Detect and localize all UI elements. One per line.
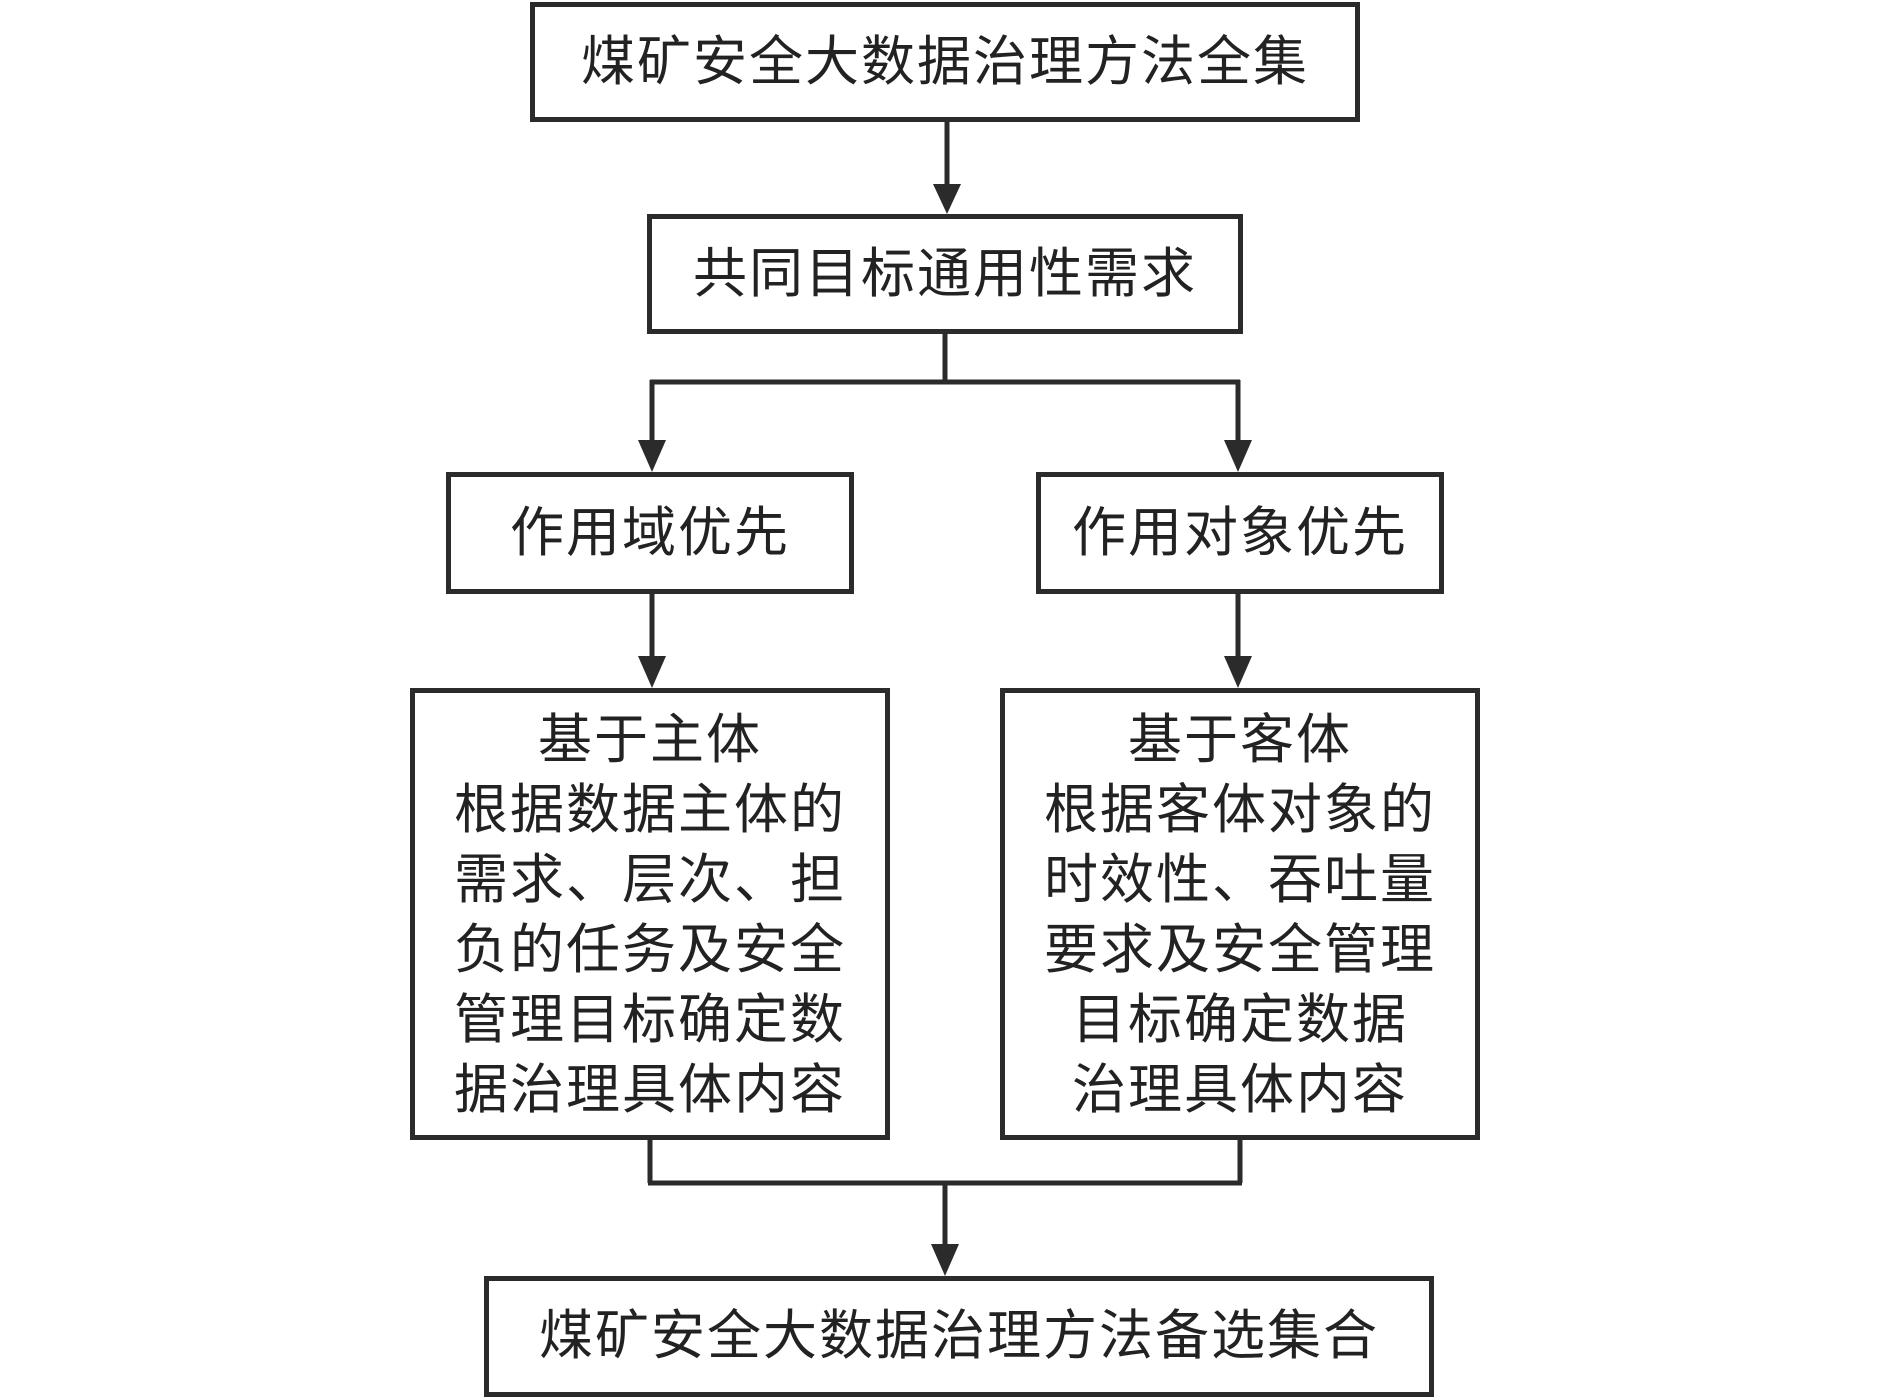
node-line: 根据客体对象的	[1044, 778, 1436, 841]
node-domain-priority: 作用域优先	[446, 472, 854, 594]
node-method-full-set: 煤矿安全大数据治理方法全集	[530, 2, 1360, 122]
arrowhead-requirement	[933, 184, 961, 214]
node-label: 煤矿安全大数据治理方法备选集合	[539, 1304, 1379, 1368]
node-method-candidate-set: 煤矿安全大数据治理方法备选集合	[484, 1276, 1434, 1397]
node-label: 共同目标通用性需求	[693, 241, 1197, 305]
node-object-priority: 作用对象优先	[1036, 472, 1444, 594]
node-label: 作用域优先	[510, 500, 790, 564]
node-label: 煤矿安全大数据治理方法全集	[581, 29, 1309, 93]
node-line: 要求及安全管理	[1044, 918, 1436, 981]
arrowhead-subject-based	[638, 656, 666, 688]
node-line: 目标确定数据	[1072, 988, 1408, 1051]
arrowhead-result	[931, 1244, 959, 1276]
node-line: 治理具体内容	[1072, 1058, 1408, 1121]
node-line: 基于主体	[538, 708, 762, 771]
node-common-goal-requirement: 共同目标通用性需求	[647, 214, 1243, 334]
node-line: 根据数据主体的	[454, 778, 846, 841]
node-line: 据治理具体内容	[454, 1058, 846, 1121]
node-line: 需求、层次、担	[454, 848, 846, 911]
arrowhead-object-based	[1224, 656, 1252, 688]
node-subject-based: 基于主体 根据数据主体的 需求、层次、担 负的任务及安全 管理目标确定数 据治理…	[410, 688, 890, 1140]
arrowhead-domain-priority	[638, 440, 666, 472]
arrowhead-object-priority	[1224, 440, 1252, 472]
node-line: 时效性、吞吐量	[1044, 848, 1436, 911]
node-line: 基于客体	[1128, 708, 1352, 771]
node-line: 管理目标确定数	[454, 988, 846, 1051]
node-line: 负的任务及安全	[454, 918, 846, 981]
node-object-based: 基于客体 根据客体对象的 时效性、吞吐量 要求及安全管理 目标确定数据 治理具体…	[1000, 688, 1480, 1140]
node-label: 作用对象优先	[1072, 500, 1408, 564]
